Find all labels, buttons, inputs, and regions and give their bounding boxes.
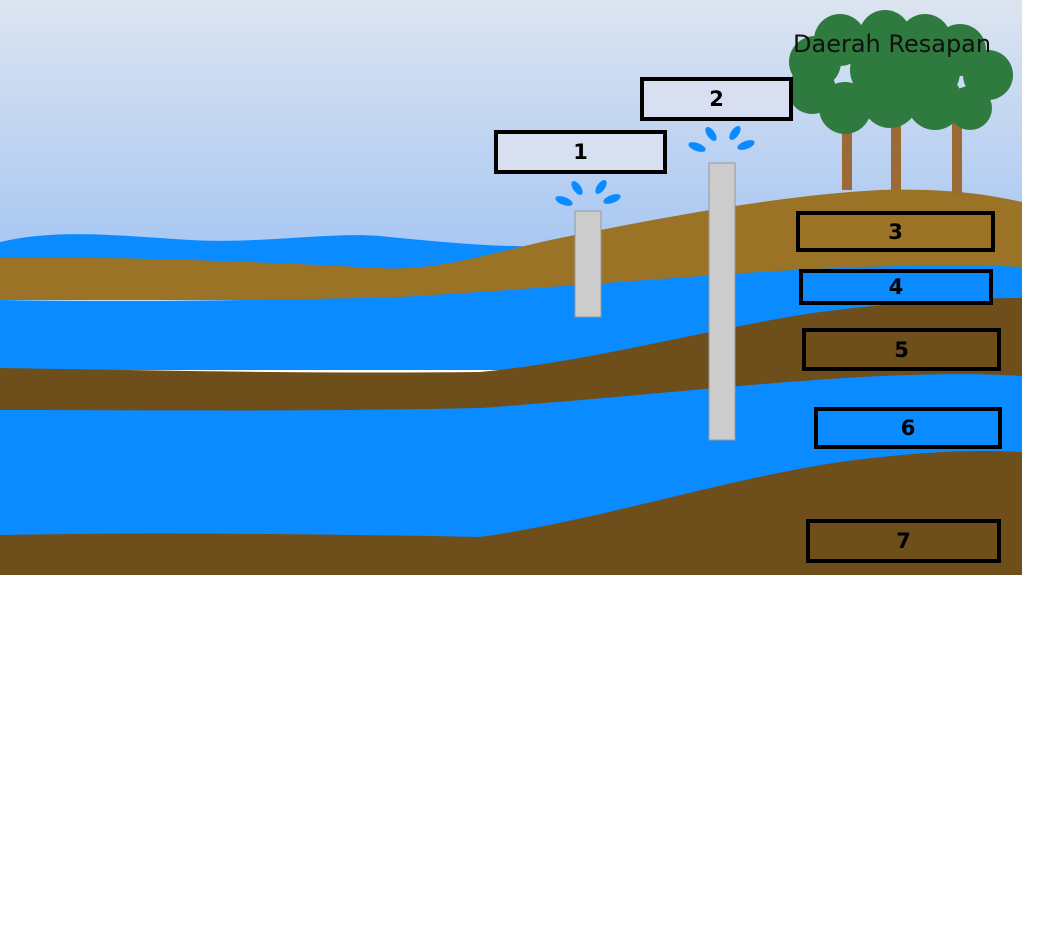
label-5: 5 bbox=[894, 337, 909, 362]
label-box-6[interactable]: 6 bbox=[814, 407, 1002, 449]
label-6: 6 bbox=[900, 416, 916, 440]
label-2: 2 bbox=[709, 87, 724, 111]
label-box-5[interactable]: 5 bbox=[802, 328, 1001, 371]
label-4: 4 bbox=[888, 275, 904, 299]
water-spray-icon bbox=[688, 126, 755, 152]
water-spray-icon bbox=[555, 180, 621, 206]
label-3: 3 bbox=[888, 219, 903, 244]
shallow-well-pipe bbox=[574, 210, 602, 318]
bottom-soil-layer bbox=[0, 451, 1022, 575]
tree-icon bbox=[788, 10, 1013, 194]
label-box-4[interactable]: 4 bbox=[799, 269, 993, 305]
label-1: 1 bbox=[573, 140, 588, 164]
label-box-7[interactable]: 7 bbox=[806, 519, 1001, 563]
middle-soil-layer bbox=[0, 298, 1022, 412]
label-box-3[interactable]: 3 bbox=[796, 211, 995, 252]
label-7: 7 bbox=[896, 529, 911, 553]
label-box-1[interactable]: 1 bbox=[494, 130, 667, 174]
label-box-2[interactable]: 2 bbox=[640, 77, 793, 121]
recharge-area-title: Daerah Resapan bbox=[793, 30, 992, 58]
deep-well-pipe bbox=[708, 162, 736, 441]
